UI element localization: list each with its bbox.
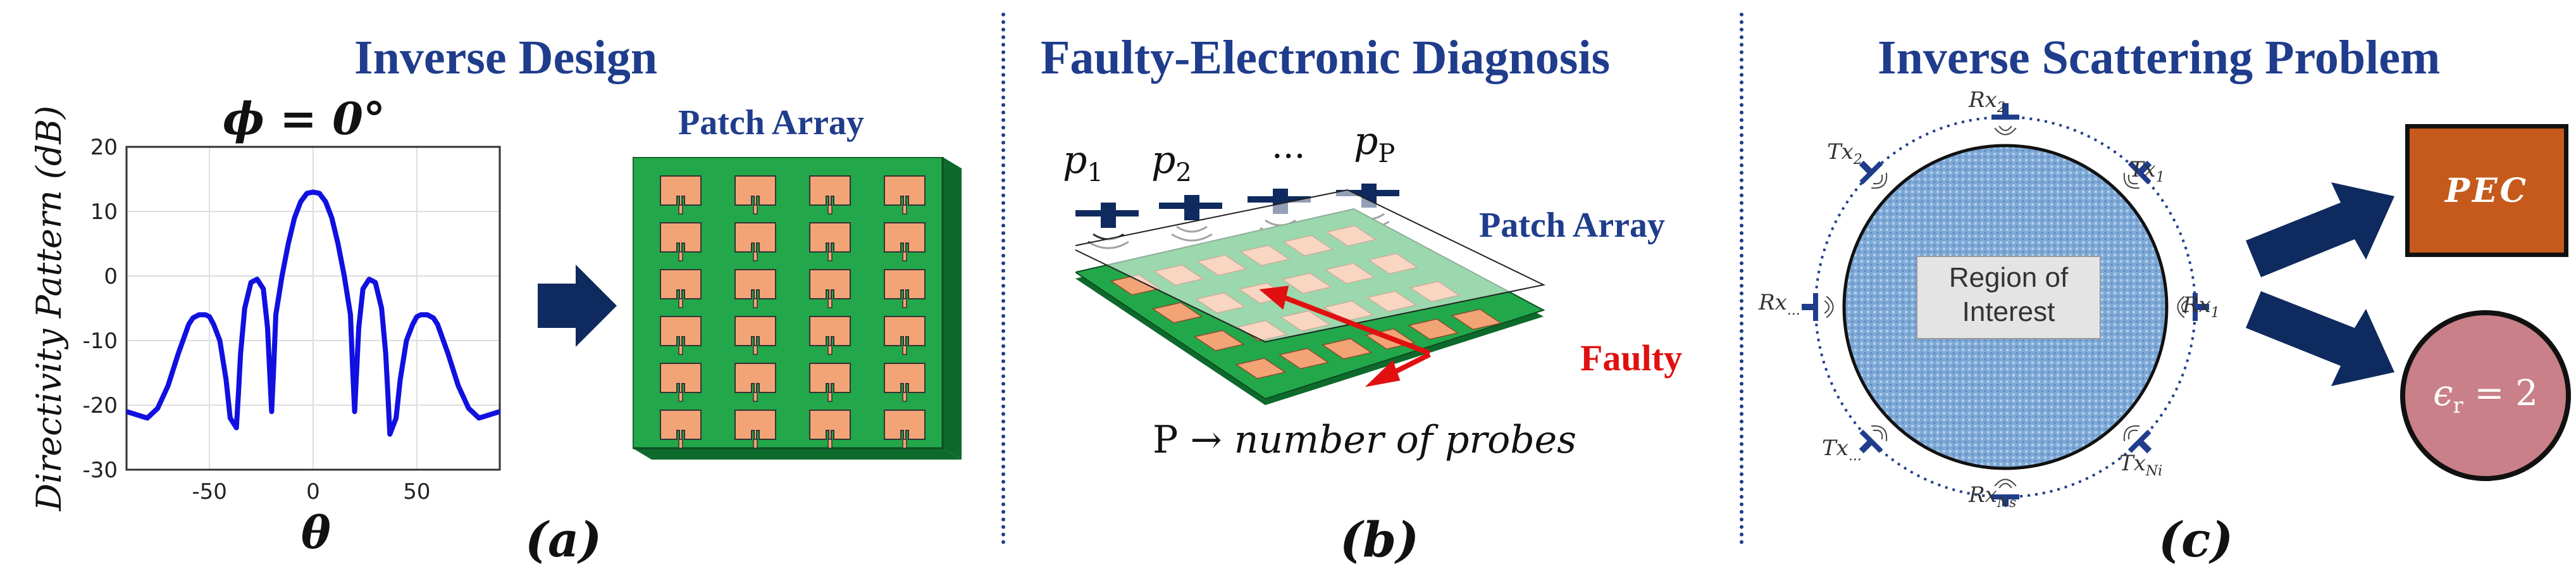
patch-element — [809, 175, 851, 215]
patch-element — [660, 175, 702, 215]
patch-element — [809, 269, 851, 308]
y-tick-label: -20 — [82, 393, 118, 418]
probe-label-dots: ... — [1272, 125, 1306, 166]
patch-element — [884, 175, 926, 215]
patch-element — [734, 316, 776, 355]
panel-b-title: Faulty-Electronic Diagnosis — [1041, 31, 1611, 84]
patch-element — [1193, 330, 1245, 351]
patch-element — [660, 222, 702, 261]
probe-label-2: p2 — [1151, 138, 1192, 187]
patch-element — [884, 410, 926, 449]
patch-element — [734, 269, 776, 308]
pec-box: PEC — [2405, 124, 2568, 257]
patch-element — [884, 222, 926, 261]
patch-element — [734, 175, 776, 215]
txni-label: TxNi — [2119, 451, 2163, 479]
txdots-label: Tx... — [1822, 436, 1862, 464]
patch-array-top-view — [631, 156, 962, 461]
divider-1 — [1001, 13, 1005, 544]
patch-element — [1278, 348, 1330, 370]
rx1-label: Rx1 — [2183, 292, 2220, 321]
patch-array-label-b: Patch Array — [1479, 206, 1665, 245]
patch-element — [809, 222, 851, 261]
arrow-to-pec-icon — [2246, 182, 2394, 277]
scattering-setup — [1771, 89, 2214, 511]
patch-element — [660, 363, 702, 402]
y-tick-label: 0 — [104, 264, 118, 289]
directivity-series-line — [125, 189, 501, 437]
caption-a: (a) — [525, 511, 602, 568]
tx2-label: Tx2 — [1827, 139, 1862, 168]
roi-label-box — [1916, 256, 2101, 339]
probe-label-1: p1 — [1063, 138, 1103, 187]
patch-element — [660, 269, 702, 308]
directivity-chart: 20 10 0 -10 -20 -30 -50 0 50 Directivity Pattern… — [0, 0, 569, 583]
right-arrow-icon — [538, 265, 617, 347]
panel-a-title: Inverse Design — [354, 31, 658, 84]
probe-label-p: pP — [1354, 119, 1396, 168]
patch-element — [734, 410, 776, 449]
patch-array-label-a: Patch Array — [678, 103, 864, 142]
y-tick-label: -10 — [82, 329, 118, 354]
rx2-label: Rx2 — [1969, 87, 2006, 116]
antenna-icon — [1802, 293, 1834, 321]
x-tick-label: 50 — [403, 479, 430, 505]
patch-element — [809, 316, 851, 355]
dielectric-circle: ϵr = 2 — [2400, 310, 2571, 481]
patch-element — [1408, 318, 1459, 340]
antenna-icon — [2123, 425, 2152, 454]
divider-2 — [1740, 13, 1743, 544]
probe-labels: p1 p2 ... pP — [1063, 119, 1417, 196]
phi-label: ϕ = 0° — [223, 92, 385, 145]
theta-label: θ — [301, 506, 331, 559]
patch-element — [1235, 358, 1287, 379]
y-tick-label: -30 — [82, 458, 118, 483]
patch-element — [809, 410, 851, 449]
tx1-label: Tx1 — [2129, 157, 2165, 185]
probe-and-board-illustration — [1067, 182, 1708, 411]
antenna-icon — [2123, 160, 2152, 189]
antenna-icon — [1859, 160, 1888, 189]
x-tick-label: 0 — [306, 479, 320, 505]
patch-element — [734, 222, 776, 261]
caption-b: (b) — [1340, 511, 1420, 568]
faulty-label: Faulty — [1580, 337, 1683, 379]
arrow-to-dielectric-icon — [2246, 291, 2394, 386]
pec-label: PEC — [2444, 171, 2529, 210]
patch-element — [1451, 308, 1502, 330]
antenna-icon — [1859, 425, 1888, 454]
antenna-icon — [1991, 479, 2019, 511]
patch-element — [809, 363, 851, 402]
caption-c: (c) — [2158, 511, 2234, 568]
probe-count-formula: P → number of probes — [1153, 418, 1576, 462]
y-tick-label: 20 — [90, 135, 118, 160]
panel-c-title: Inverse Scattering Problem — [1878, 31, 2441, 84]
patch-element — [734, 363, 776, 402]
epsilon-label: ϵr = 2 — [2433, 372, 2538, 419]
patch-element — [1321, 338, 1373, 360]
y-axis-label: Directivity Pattern (dB) — [29, 106, 69, 511]
antenna-icon — [1991, 103, 2019, 135]
y-tick-label: 10 — [90, 199, 118, 225]
rxns-label: RxNs — [1969, 482, 2017, 511]
chart-plot-area — [125, 146, 501, 471]
x-tick-label: -50 — [192, 479, 227, 505]
patch-element — [884, 316, 926, 355]
patch-element — [660, 316, 702, 355]
rxdots-label: Rx... — [1759, 290, 1800, 318]
patch-element — [884, 363, 926, 402]
patch-element — [660, 410, 702, 449]
antenna-icon — [2177, 293, 2209, 321]
patch-element — [884, 269, 926, 308]
patch-element — [1151, 302, 1203, 323]
